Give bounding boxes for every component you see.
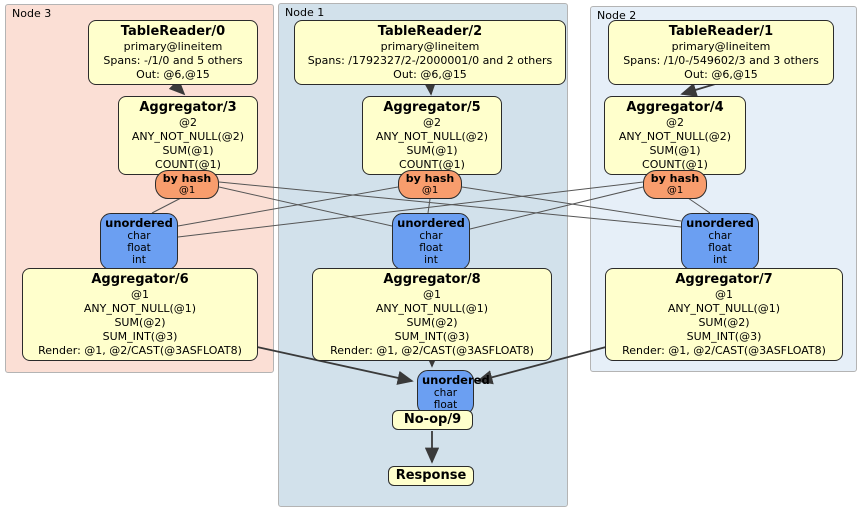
sync-type: float [708, 242, 732, 254]
processor-line: Render: @1, @2/CAST(@3ASFLOAT8) [330, 344, 534, 357]
node-label: Node 1 [285, 6, 325, 19]
node-label: Node 2 [597, 9, 637, 22]
node-label: Node 3 [12, 7, 52, 20]
sync-title: unordered [686, 216, 754, 230]
sync-type: int [424, 254, 438, 266]
processor-line: SUM(@1) [649, 144, 701, 157]
hash-router: by hash @1 [398, 170, 462, 199]
router-title: by hash [650, 172, 700, 185]
router-columns: @1 [421, 185, 439, 196]
sync-type: int [132, 254, 146, 266]
processor-title: Aggregator/3 [139, 100, 237, 115]
table-reader-box: TableReader/0 primary@lineitem Spans: -/… [88, 20, 258, 85]
sync-type: float [419, 242, 443, 254]
processor-line: Spans: /1792327/2-/2000001/0 and 2 other… [307, 54, 553, 67]
aggregator-box: Aggregator/8 @1 ANY_NOT_NULL(@1) SUM(@2)… [312, 268, 552, 361]
unordered-sync: unordered char float int [100, 213, 178, 270]
processor-line: SUM_INT(@3) [102, 330, 178, 343]
router-columns: @1 [666, 185, 684, 196]
processor-line: COUNT(@1) [642, 158, 708, 171]
sync-title: unordered [422, 373, 490, 387]
aggregator-box: Aggregator/5 @2 ANY_NOT_NULL(@2) SUM(@1)… [362, 96, 502, 175]
processor-line: @1 [131, 288, 149, 301]
processor-line: SUM(@1) [406, 144, 458, 157]
processor-line: Spans: /1/0-/549602/3 and 3 others [623, 54, 819, 67]
processor-line: @2 [666, 116, 684, 129]
processor-title: TableReader/0 [120, 24, 226, 39]
processor-line: ANY_NOT_NULL(@2) [131, 130, 245, 143]
sync-type: char [708, 230, 732, 242]
processor-line: @2 [179, 116, 197, 129]
processor-line: @1 [423, 288, 441, 301]
router-columns: @1 [178, 185, 196, 196]
processor-line: ANY_NOT_NULL(@1) [83, 302, 197, 315]
processor-title: Aggregator/4 [626, 100, 724, 115]
response-box: Response [388, 466, 474, 486]
hash-router: by hash @1 [643, 170, 707, 199]
aggregator-box: Aggregator/3 @2 ANY_NOT_NULL(@2) SUM(@1)… [118, 96, 258, 175]
router-title: by hash [162, 172, 212, 185]
processor-title: TableReader/2 [377, 24, 483, 39]
processor-title: Aggregator/6 [91, 272, 189, 287]
sync-type: float [127, 242, 151, 254]
processor-line: Out: @6,@15 [393, 68, 467, 81]
processor-line: COUNT(@1) [399, 158, 465, 171]
noop-box: No-op/9 [392, 410, 473, 430]
processor-line: primary@lineitem [380, 40, 480, 53]
processor-line: @2 [423, 116, 441, 129]
hash-router: by hash @1 [155, 170, 219, 199]
processor-line: @1 [715, 288, 733, 301]
processor-line: primary@lineitem [671, 40, 771, 53]
processor-line: primary@lineitem [123, 40, 223, 53]
final-unordered-sync: unordered char float [417, 370, 490, 415]
processor-line: COUNT(@1) [155, 158, 221, 171]
processor-line: Render: @1, @2/CAST(@3ASFLOAT8) [622, 344, 826, 357]
sync-title: unordered [105, 216, 173, 230]
processor-line: SUM_INT(@3) [394, 330, 470, 343]
processor-line: ANY_NOT_NULL(@1) [667, 302, 781, 315]
processor-line: SUM(@2) [698, 316, 750, 329]
processor-title: Aggregator/5 [383, 100, 481, 115]
sync-title: unordered [397, 216, 465, 230]
sync-type: float [433, 399, 458, 411]
aggregator-box: Aggregator/6 @1 ANY_NOT_NULL(@1) SUM(@2)… [22, 268, 258, 361]
processor-line: Render: @1, @2/CAST(@3ASFLOAT8) [38, 344, 242, 357]
processor-line: SUM(@2) [114, 316, 166, 329]
processor-line: ANY_NOT_NULL(@2) [375, 130, 489, 143]
processor-title: Aggregator/8 [383, 272, 481, 287]
processor-title: Aggregator/7 [675, 272, 773, 287]
table-reader-box: TableReader/1 primary@lineitem Spans: /1… [608, 20, 834, 85]
router-title: by hash [405, 172, 455, 185]
processor-line: Out: @6,@15 [136, 68, 210, 81]
sync-type: int [713, 254, 727, 266]
table-reader-box: TableReader/2 primary@lineitem Spans: /1… [294, 20, 566, 85]
unordered-sync: unordered char float int [392, 213, 470, 270]
aggregator-box: Aggregator/4 @2 ANY_NOT_NULL(@2) SUM(@1)… [604, 96, 746, 175]
unordered-sync: unordered char float int [681, 213, 759, 270]
processor-line: SUM_INT(@3) [686, 330, 762, 343]
sync-type: char [127, 230, 151, 242]
sync-type: char [433, 387, 458, 399]
processor-line: Spans: -/1/0 and 5 others [103, 54, 243, 67]
processor-line: SUM(@2) [406, 316, 458, 329]
aggregator-box: Aggregator/7 @1 ANY_NOT_NULL(@1) SUM(@2)… [605, 268, 843, 361]
processor-line: SUM(@1) [162, 144, 214, 157]
processor-title: TableReader/1 [668, 24, 774, 39]
processor-line: ANY_NOT_NULL(@2) [618, 130, 732, 143]
processor-line: ANY_NOT_NULL(@1) [375, 302, 489, 315]
sync-type: char [419, 230, 443, 242]
processor-line: Out: @6,@15 [684, 68, 758, 81]
